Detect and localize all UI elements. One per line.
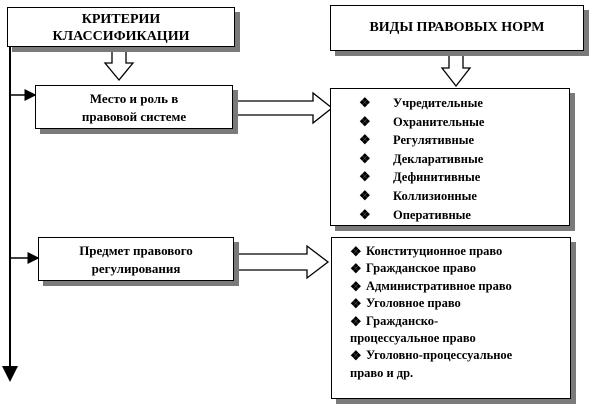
criteria-header-box: КРИТЕРИИ КЛАССИФИКАЦИИ xyxy=(7,7,235,47)
list-item: ❖Регулятивные xyxy=(359,131,484,150)
criterion-2-line-1: Предмет правового xyxy=(79,243,193,258)
list-item: ❖Коллизионные xyxy=(359,187,484,206)
criterion-2-line-2: регулирования xyxy=(91,261,181,276)
bullet-icon: ❖ xyxy=(359,206,371,222)
down-arrow-criteria xyxy=(103,49,135,82)
criteria-header-line-2: КЛАССИФИКАЦИИ xyxy=(52,29,190,44)
bullet-icon: ❖ xyxy=(350,348,362,364)
bullet-icon: ❖ xyxy=(350,296,362,312)
norm-types-list-2: ❖Конституционное право ❖Гражданское прав… xyxy=(350,243,512,382)
norm-types-list-1: ❖Учредительные ❖Охранительные ❖Регулятив… xyxy=(359,94,484,224)
norm-types-list-box-1: ❖Учредительные ❖Охранительные ❖Регулятив… xyxy=(330,88,570,226)
norm-types-list-box-2: ❖Конституционное право ❖Гражданское прав… xyxy=(331,237,571,399)
down-arrow-types xyxy=(440,54,472,88)
bullet-icon: ❖ xyxy=(350,313,362,329)
list-item-continuation: процессуальное право xyxy=(350,331,476,346)
list-item: ❖Декларативные xyxy=(359,150,484,169)
criteria-header-line-1: КРИТЕРИИ xyxy=(81,12,161,27)
bullet-icon: ❖ xyxy=(350,261,362,277)
criterion-1-line-2: правовой системе xyxy=(81,109,187,124)
criterion-1-line-1: Место и роль в xyxy=(89,91,179,106)
right-arrow-1 xyxy=(235,91,334,125)
list-item-continuation: право и др. xyxy=(350,365,414,380)
list-item: ❖Конституционное право xyxy=(350,244,503,259)
bullet-icon: ❖ xyxy=(359,169,371,185)
bullet-icon: ❖ xyxy=(359,113,371,129)
list-item: ❖Гражданское право xyxy=(350,261,477,277)
list-item: ❖Охранительные xyxy=(359,113,484,132)
list-item: ❖Уголовно-процессуальное xyxy=(350,348,513,364)
bullet-icon: ❖ xyxy=(359,187,371,203)
list-item: ❖Оперативные xyxy=(359,206,484,225)
list-item: ❖Уголовное право xyxy=(350,296,461,312)
list-item: ❖Гражданско- xyxy=(350,313,439,329)
list-item: ❖Учредительные xyxy=(359,94,484,113)
criterion-box-1: Место и роль в правовой системе xyxy=(35,85,233,129)
bullet-icon: ❖ xyxy=(350,244,362,259)
list-item: ❖Дефинитивные xyxy=(359,168,484,187)
bullet-icon: ❖ xyxy=(359,150,371,166)
types-header-box: ВИДЫ ПРАВОВЫХ НОРМ xyxy=(330,5,584,51)
bullet-icon: ❖ xyxy=(359,95,371,110)
right-arrow-2 xyxy=(235,244,330,280)
criterion-box-2: Предмет правового регулирования xyxy=(38,237,234,281)
bullet-icon: ❖ xyxy=(350,278,362,294)
bullet-icon: ❖ xyxy=(359,132,371,148)
list-item: ❖Административное право xyxy=(350,278,512,294)
types-header-title: ВИДЫ ПРАВОВЫХ НОРМ xyxy=(369,20,545,35)
